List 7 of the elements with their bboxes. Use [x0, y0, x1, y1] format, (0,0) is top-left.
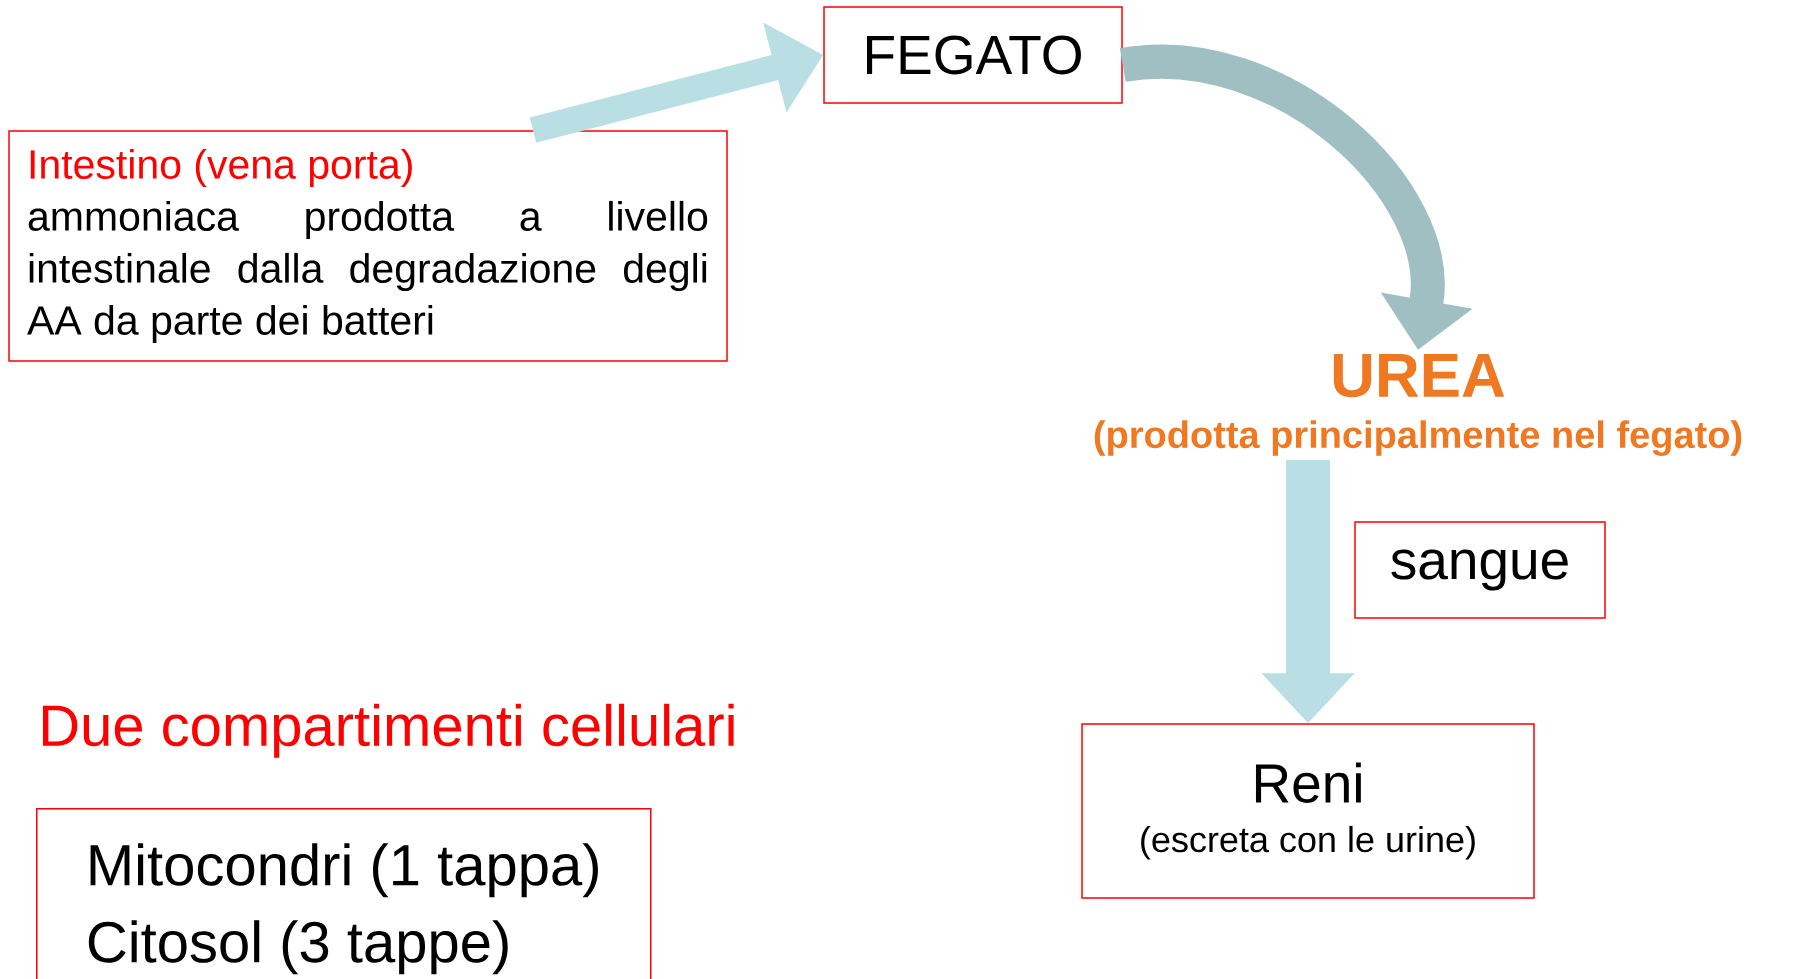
organ-box: FEGATO — [823, 6, 1123, 104]
label-box: sangue — [1354, 521, 1606, 619]
organ-box: Reni (escreta con le urine) — [1081, 723, 1535, 899]
text-box: Intestino (vena porta) ammoniaca prodotta a livello intestinale dalla degradazione degli AA da parte dei batteri — [8, 130, 728, 362]
product-label: UREA (prodotta principalmente nel fegato) — [1094, 354, 1742, 456]
heading: Due compartimenti cellulari — [42, 703, 734, 758]
text-box: Mitocondri (1 tappa) Citosol (3 tappe) — [36, 808, 652, 979]
